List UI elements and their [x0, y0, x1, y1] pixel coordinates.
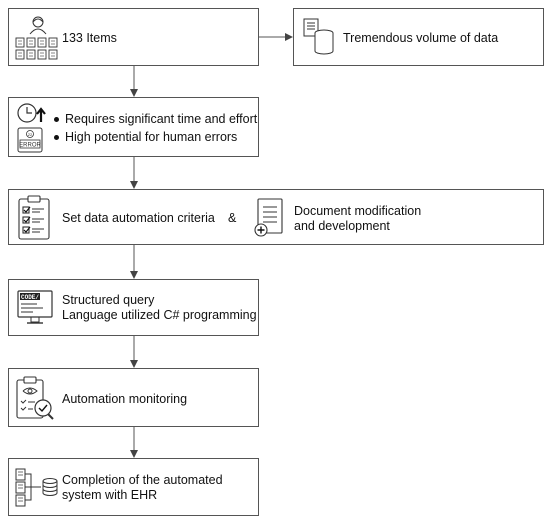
query-line2: Language utilized C# programming: [62, 308, 257, 322]
doc-modification-line1: Document modification: [294, 204, 422, 218]
monitoring-label: Automation monitoring: [62, 392, 188, 406]
volume-box: Tremendous volume of data: [293, 8, 544, 66]
query-box: CODE/ Structured query Language utilized…: [8, 279, 259, 336]
error-code: 22: [28, 132, 33, 137]
criteria-box: Set data automation criteria & Document …: [8, 189, 544, 245]
manual-bullets: Requires significant time and effort Hig…: [53, 111, 257, 145]
manual-process-box: 22 ERROR Requires significant time and e…: [8, 97, 259, 157]
query-line1: Structured query: [62, 293, 155, 307]
monitoring-box: Automation monitoring: [8, 368, 259, 427]
code-monitor-icon: CODE/: [17, 290, 53, 324]
criteria-label: Set data automation criteria: [62, 211, 215, 225]
document-add-icon: [254, 198, 283, 237]
bullet-time-effort: Requires significant time and effort: [53, 111, 257, 127]
volume-label: Tremendous volume of data: [343, 31, 499, 45]
items-box: 133 Items: [8, 8, 259, 66]
ampersand-connector: &: [228, 211, 237, 225]
completion-line2: system with EHR: [62, 488, 158, 502]
database-documents-icon: [303, 18, 334, 55]
document-database-network-icon: [15, 468, 58, 507]
clipboard-inspect-icon: [16, 376, 54, 420]
items-label: 133 Items: [62, 31, 117, 45]
error-badge: ERROR: [19, 143, 41, 149]
completion-line1: Completion of the automated: [62, 473, 223, 487]
code-badge: CODE/: [21, 294, 39, 301]
doc-modification-line2: and development: [294, 219, 390, 233]
user-documents-icon: [15, 16, 58, 60]
clock-error-icon: 22 ERROR: [17, 103, 46, 153]
bullet-human-errors: High potential for human errors: [53, 129, 257, 145]
completion-box: Completion of the automated system with …: [8, 458, 259, 516]
checklist-clipboard-icon: [18, 195, 50, 240]
